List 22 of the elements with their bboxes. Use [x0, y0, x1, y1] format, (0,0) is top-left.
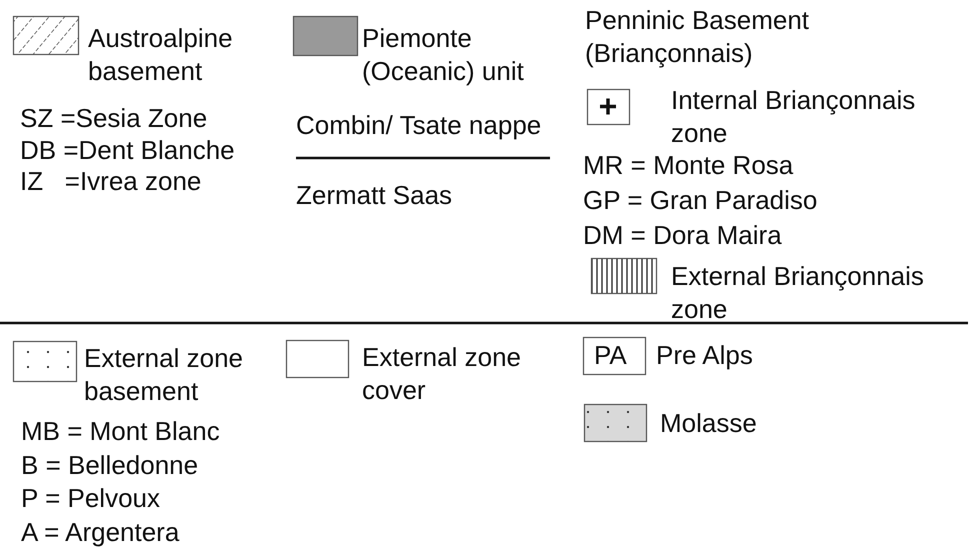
- legend-label: Internal Briançonnais zone: [671, 84, 916, 150]
- note: Zermatt Saas: [296, 178, 452, 212]
- note: Combin/ Tsate nappe: [296, 108, 542, 142]
- note: GP = Gran Paradiso: [583, 184, 818, 216]
- note: DM = Dora Maira: [583, 218, 782, 252]
- note: DB =Dent Blanche: [20, 134, 235, 166]
- legend-label: External zone basement: [84, 342, 244, 408]
- note: MB = Mont Blanc: [21, 414, 220, 448]
- note: IZ =Ivrea zone: [20, 164, 202, 198]
- legend-label: External Briançonnais zone: [671, 260, 925, 326]
- note: A = Argentera: [21, 516, 180, 548]
- legend-label: External zone cover: [362, 340, 522, 406]
- note: MR = Monte Rosa: [583, 148, 794, 182]
- legend-label: Molasse: [660, 406, 758, 440]
- note: SZ =Sesia Zone: [20, 102, 208, 134]
- heading: Penninic Basement (Briançonnais): [585, 4, 810, 70]
- map-symbol: PA: [594, 338, 627, 372]
- note: B = Belledonne: [21, 448, 198, 482]
- note: P = Pelvoux: [21, 482, 160, 514]
- legend-label: Austroalpine basement: [88, 22, 234, 88]
- legend-label: Piemonte (Oceanic) unit: [362, 22, 525, 88]
- legend-label: Pre Alps: [656, 338, 754, 372]
